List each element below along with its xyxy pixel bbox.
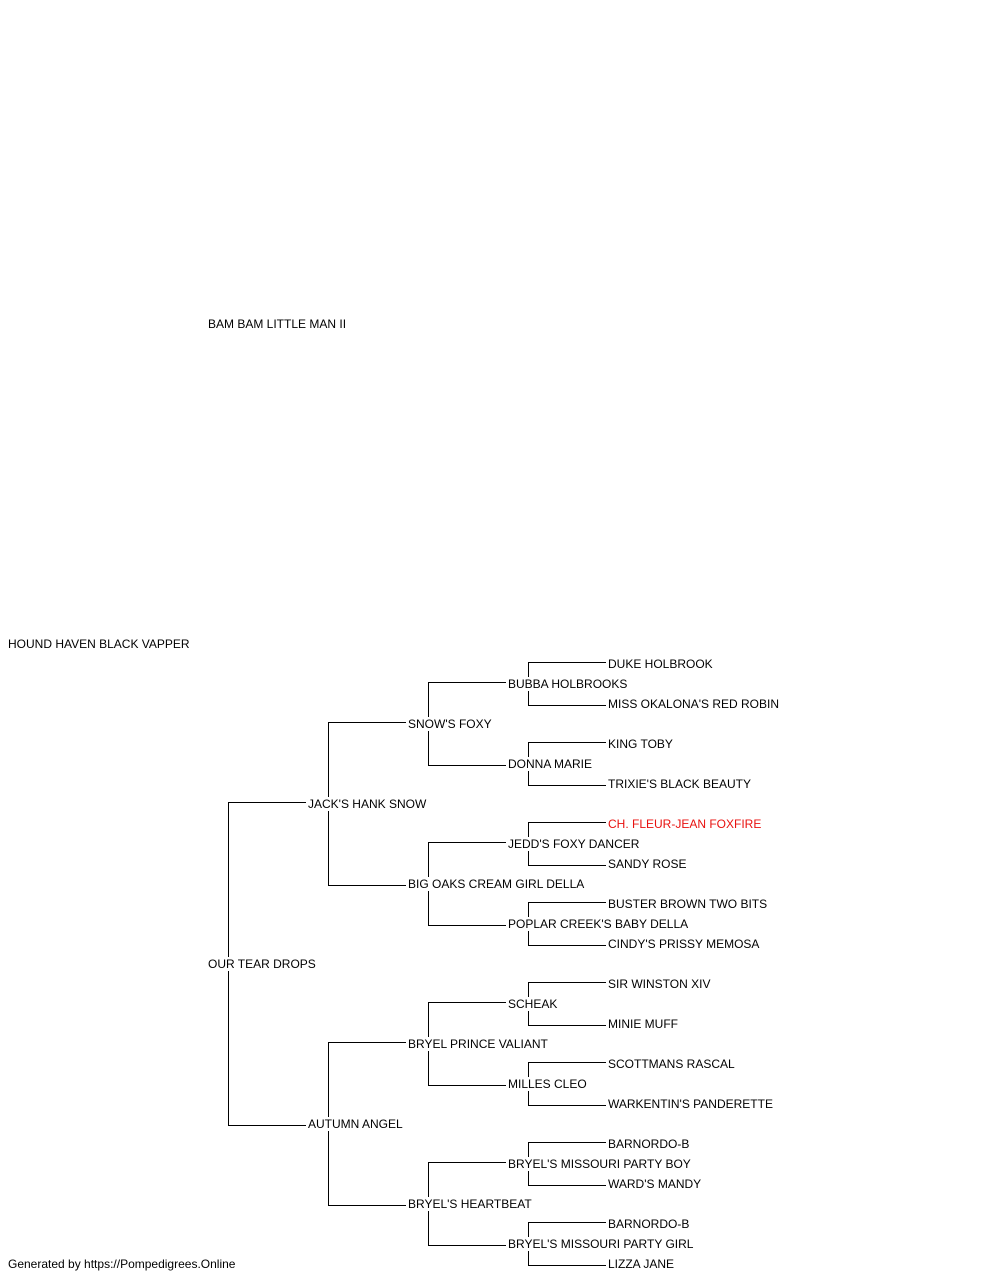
dam-dam-name: AUTUMN ANGEL bbox=[308, 1117, 405, 1131]
ancestor-barnordo-b-1: BARNORDO-B bbox=[608, 1137, 692, 1151]
dam-dam-dam-dam-name: BRYEL'S MISSOURI PARTY GIRL bbox=[508, 1237, 696, 1251]
ancestor-duke-holbrook: DUKE HOLBROOK bbox=[608, 657, 715, 671]
ancestor-scottmans-rascal: SCOTTMANS RASCAL bbox=[608, 1057, 737, 1071]
ancestor-cindys-prissy-memosa: CINDY'S PRISSY MEMOSA bbox=[608, 937, 762, 951]
dam-sire-sire-dam-name: DONNA MARIE bbox=[508, 757, 595, 771]
dam-dam-sire-name: BRYEL PRINCE VALIANT bbox=[408, 1037, 550, 1051]
ancestor-barnordo-b-2: BARNORDO-B bbox=[608, 1217, 692, 1231]
dam-sire-sire-sire-name: BUBBA HOLBROOKS bbox=[508, 677, 630, 691]
ancestor-trixies-black-beauty: TRIXIE'S BLACK BEAUTY bbox=[608, 777, 753, 791]
sire-sire-name: BAM BAM LITTLE MAN II bbox=[208, 317, 349, 331]
dam-sire-name: JACK'S HANK SNOW bbox=[308, 797, 429, 811]
dam-sire-sire-name: SNOW'S FOXY bbox=[408, 717, 494, 731]
ancestor-sir-winston-xiv: SIR WINSTON XIV bbox=[608, 977, 713, 991]
dam-sire-dam-sire-name: JEDD'S FOXY DANCER bbox=[508, 837, 642, 851]
dam-name: OUR TEAR DROPS bbox=[208, 957, 318, 971]
sire-name: HOUND HAVEN BLACK VAPPER bbox=[8, 637, 192, 651]
ancestor-miss-okalonas-red-robin: MISS OKALONA'S RED ROBIN bbox=[608, 697, 781, 711]
ancestor-champion-fleur-jean-foxfire: CH. FLEUR-JEAN FOXFIRE bbox=[608, 817, 764, 831]
ancestor-wards-mandy: WARD'S MANDY bbox=[608, 1177, 704, 1191]
dam-dam-sire-dam-name: MILLES CLEO bbox=[508, 1077, 589, 1091]
ancestor-king-toby: KING TOBY bbox=[608, 737, 675, 751]
dam-sire-dam-name: BIG OAKS CREAM GIRL DELLA bbox=[408, 877, 587, 891]
dam-dam-sire-sire-name: SCHEAK bbox=[508, 997, 560, 1011]
ancestor-minie-muff: MINIE MUFF bbox=[608, 1017, 680, 1031]
ancestor-lizza-jane: LIZZA JANE bbox=[608, 1257, 677, 1271]
ancestor-warkentins-panderette: WARKENTIN'S PANDERETTE bbox=[608, 1097, 775, 1111]
ancestor-buster-brown-two-bits: BUSTER BROWN TWO BITS bbox=[608, 897, 770, 911]
dam-dam-dam-sire-name: BRYEL'S MISSOURI PARTY BOY bbox=[508, 1157, 693, 1171]
generated-by-footer: Generated by https://Pompedigrees.Online bbox=[8, 1257, 236, 1271]
dam-sire-dam-dam-name: POPLAR CREEK'S BABY DELLA bbox=[508, 917, 691, 931]
dam-dam-dam-name: BRYEL'S HEARTBEAT bbox=[408, 1197, 534, 1211]
ancestor-sandy-rose: SANDY ROSE bbox=[608, 857, 689, 871]
